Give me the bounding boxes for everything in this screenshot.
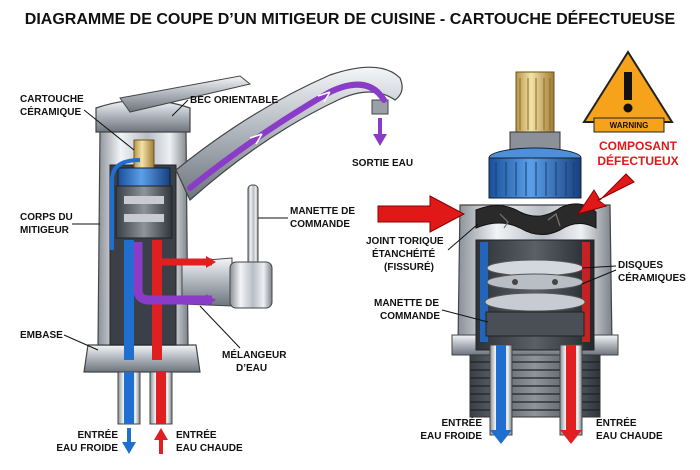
right-cold-arrow-head [490, 430, 512, 444]
left-labels: CARTOUCHE CÉRAMIQUE BEC ORIENTABLE SORTI… [20, 94, 413, 454]
label-manette: MANETTE DE [290, 206, 355, 217]
inner-cold-wall [480, 242, 488, 342]
spout-outlet [371, 99, 389, 115]
leader-disques [581, 265, 617, 285]
blue-ring [488, 157, 582, 199]
label-joint: JOINT TORIQUE [366, 236, 444, 247]
label-embase: EMBASE [20, 330, 63, 341]
o-ring-crack-lines [499, 213, 561, 229]
warning-triangle-icon: WARNING [582, 50, 674, 133]
embase-base [83, 344, 201, 373]
label-joint: (FISSURÉ) [384, 260, 434, 273]
o-ring-cracked [475, 203, 597, 235]
label-entree-chaude: ENTRÉE [176, 428, 217, 441]
label-melangeur: MÉLANGEUR [222, 348, 287, 361]
outlet-arrow-head [373, 134, 387, 146]
mixed-arrow-head [206, 294, 216, 306]
hot-inlet-arrow-head [154, 428, 168, 440]
cartridge-body [115, 185, 173, 239]
hot-pipe-water [156, 372, 166, 424]
label-cartouche: CARTOUCHE [20, 94, 84, 105]
control-base [485, 311, 585, 337]
cold-inlet-arrow-head [122, 442, 136, 454]
label-manette-right: MANETTE DE [374, 298, 439, 309]
label-entree-froide: EAU FROIDE [56, 443, 118, 454]
stem-splines [519, 78, 551, 130]
label-composant: COMPOSANT [599, 139, 678, 153]
label-entree-froide: ENTRÉE [77, 428, 118, 441]
label-sortie: SORTIE EAU [352, 158, 413, 169]
blue-ring-ribs [495, 162, 575, 196]
label-right-entree-froide: EAU FROIDE [420, 431, 482, 442]
ceramic-disc [124, 196, 164, 204]
cartridge-cutaway [377, 71, 635, 444]
cartridge-stem [133, 139, 155, 171]
hot-arrow-head [206, 256, 216, 268]
label-manette-right: COMMANDE [380, 311, 440, 322]
warning-mark [624, 72, 632, 100]
leader-manette-right [441, 309, 489, 323]
label-composant: DÉFECTUEUX [597, 153, 678, 168]
warning-dot [623, 103, 633, 113]
spout-water-channel [187, 81, 387, 191]
mixed-channel [133, 242, 212, 305]
label-joint: ÉTANCHÉITÉ [372, 247, 435, 260]
cold-rise [110, 158, 141, 250]
label-right-entree-chaude: EAU CHAUDE [596, 431, 663, 442]
spout-flow-arrow [317, 91, 331, 103]
right-labels: COMPOSANT DÉFECTUEUX JOINT TORIQUE ÉTANC… [366, 139, 686, 442]
defect-arrow-right [576, 173, 635, 215]
side-lever-housing [229, 261, 273, 309]
inner-hot-wall [582, 242, 590, 342]
leader-embase [63, 334, 99, 351]
label-disques: DISQUES [618, 260, 663, 271]
spout-flow-arrow [249, 133, 263, 145]
label-cartouche: CÉRAMIQUE [20, 105, 81, 118]
cartridge-cap [117, 167, 171, 187]
brass-stem [515, 71, 555, 135]
leader-cartouche [83, 109, 135, 151]
right-cold-water [496, 345, 506, 435]
label-corps: CORPS DU [20, 212, 73, 223]
page-title: DIAGRAMME DE COUPE D’UN MITIGEUR DE CUIS… [25, 9, 676, 28]
warning-badge-text: WARNING [610, 121, 649, 130]
cold-pipe-water [124, 372, 134, 424]
label-corps: MITIGEUR [20, 225, 70, 236]
side-lever-stem [247, 184, 259, 266]
right-hot-water [566, 345, 576, 435]
leader-bec [171, 99, 189, 117]
warning-badge [593, 117, 665, 133]
ceramic-disc-lower [486, 273, 584, 291]
defect-arrow-left [377, 195, 466, 233]
label-entree-chaude: EAU CHAUDE [176, 443, 243, 454]
disc-hole [512, 279, 518, 285]
leader-joint [447, 223, 479, 251]
ceramic-disc [124, 214, 164, 222]
leader-melangeur [199, 305, 241, 349]
ceramic-disc-base [484, 292, 586, 312]
label-right-entree-chaude: ENTRÉE [596, 416, 637, 429]
right-hot-arrow-head [560, 430, 582, 444]
lever-top [119, 75, 252, 113]
label-right-entree-froide: ENTRÉE [441, 416, 482, 429]
disc-hole [552, 279, 558, 285]
label-manette: COMMANDE [290, 219, 350, 230]
label-melangeur: D’EAU [236, 363, 267, 374]
label-bec: BEC ORIENTABLE [190, 95, 278, 106]
label-disques: CÉRAMIQUES [618, 271, 686, 284]
thread-lines [470, 361, 600, 411]
faucet-cutaway [83, 66, 403, 454]
cold-channel [124, 240, 134, 360]
spout [175, 66, 403, 201]
